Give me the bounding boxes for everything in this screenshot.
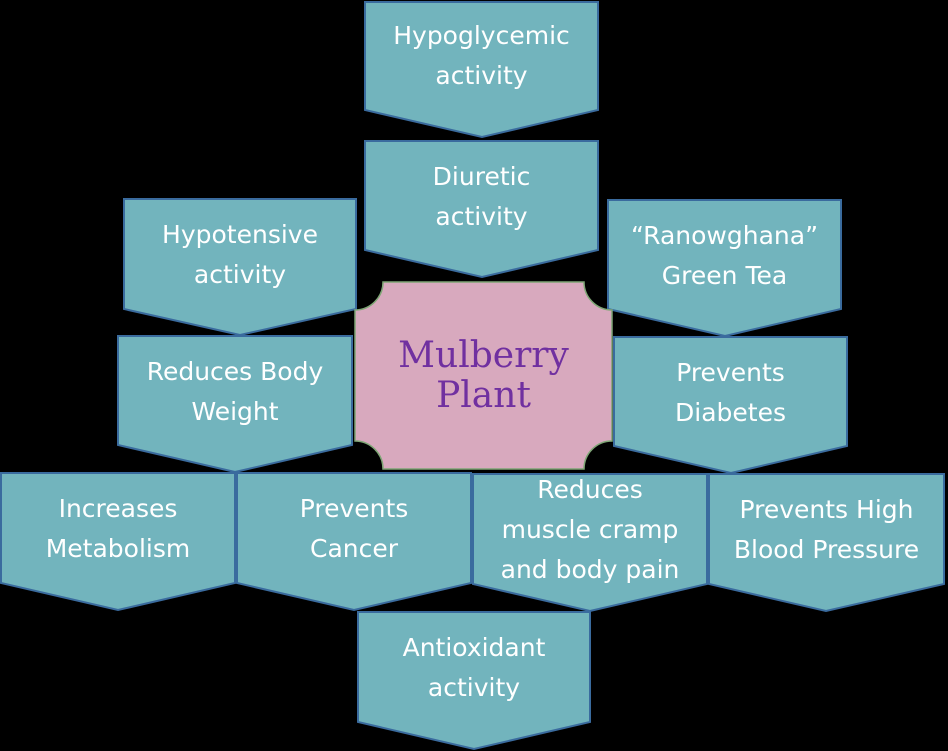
box-body-weight <box>117 335 353 474</box>
box-muscle-cramp <box>472 473 708 613</box>
label-body-weight: Reduces Body Weight <box>146 357 324 426</box>
box-diabetes <box>613 336 848 475</box>
label-blood-pressure: Prevents High Blood Pressure <box>733 495 920 564</box>
box-green-tea <box>607 199 842 338</box>
box-antioxidant <box>357 611 591 751</box>
label-muscle-cramp: Reduces muscle cramp and body pain <box>500 475 680 584</box>
box-hypoglycemic <box>364 1 599 139</box>
center-plaque <box>354 281 613 470</box>
label-diabetes: Prevents Diabetes <box>675 358 786 427</box>
label-hypotensive: Hypotensive activity <box>162 220 318 289</box>
label-green-tea: “Ranowghana” Green Tea <box>630 221 819 290</box>
label-cancer: Prevents Cancer <box>299 494 409 563</box>
box-cancer <box>236 472 472 612</box>
label-antioxidant: Antioxidant activity <box>402 633 546 702</box>
box-blood-pressure <box>708 473 945 613</box>
box-metabolism <box>0 472 236 612</box>
label-hypoglycemic: Hypoglycemic activity <box>393 21 570 90</box>
center-title: Mulberry Plant <box>398 334 569 416</box>
box-hypotensive <box>123 198 357 337</box>
label-diuretic: Diuretic activity <box>432 162 531 231</box>
label-metabolism: Increases Metabolism <box>45 494 191 563</box>
box-diuretic <box>364 140 599 279</box>
